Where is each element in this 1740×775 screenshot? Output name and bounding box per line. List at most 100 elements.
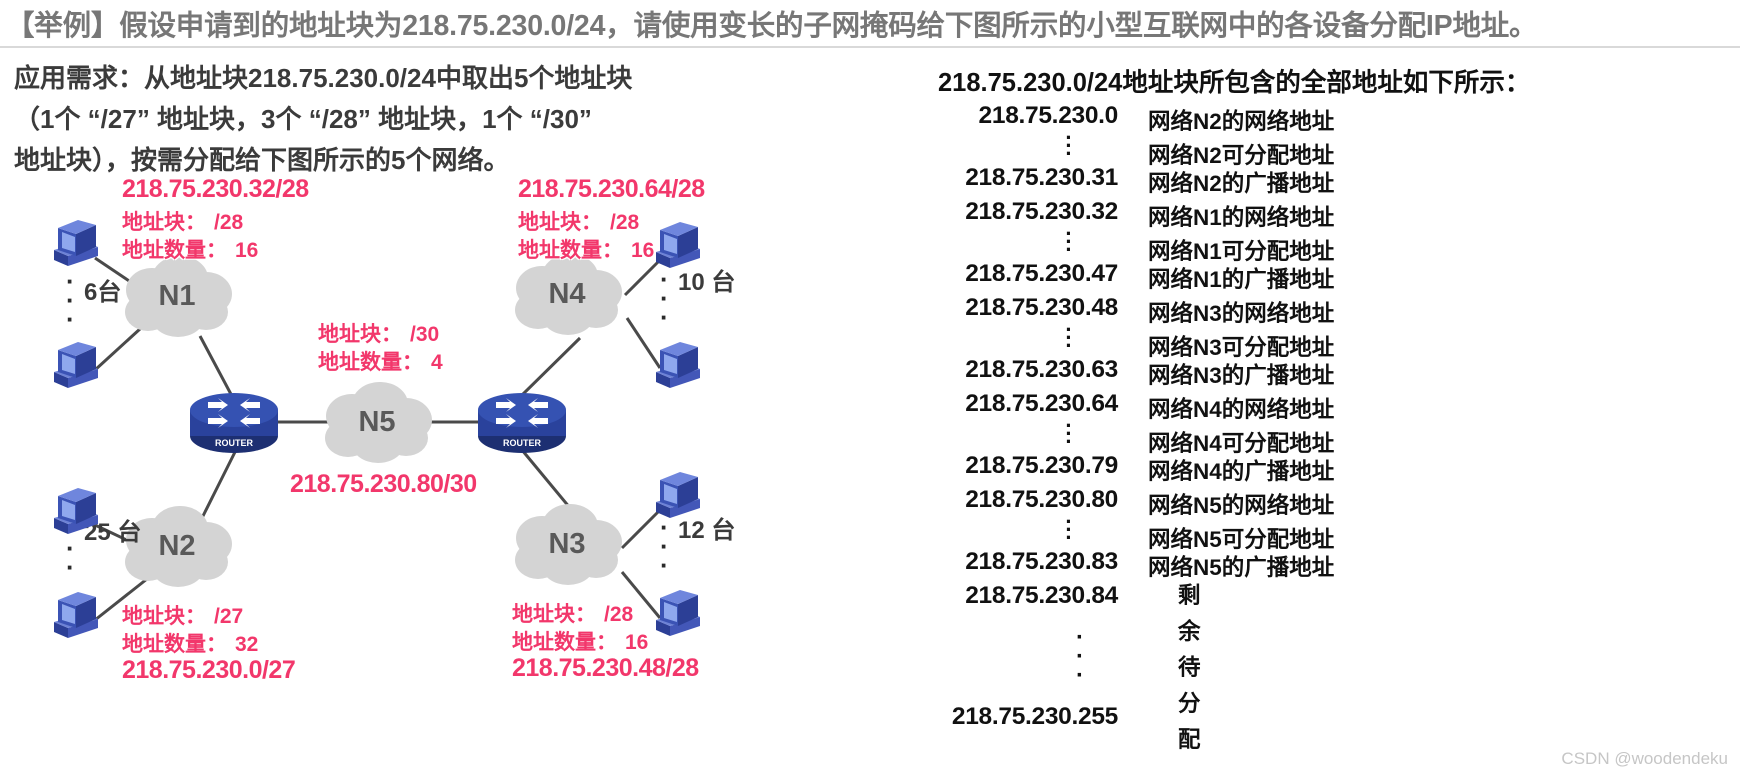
n4-host-ellipsis: · · · bbox=[660, 266, 669, 330]
address-description: 网络N5可分配地址 bbox=[1148, 527, 1335, 552]
remaining-char: 分 bbox=[1178, 691, 1201, 716]
requirement-line-1: 应用需求：从地址块218.75.230.0/24中取出5个地址块 bbox=[14, 63, 633, 93]
remaining-ellipsis: · · · bbox=[1076, 624, 1084, 689]
dot: · bbox=[660, 550, 669, 580]
network-label-n3: N3 bbox=[548, 527, 586, 560]
address-ip: 218.75.230.0 bbox=[978, 102, 1119, 129]
n1-count-value: 16 bbox=[235, 239, 259, 262]
address-row: ···网络N4可分配地址 bbox=[848, 415, 1368, 457]
dot: · bbox=[1076, 662, 1084, 689]
n4-count-label: 地址数量： bbox=[518, 239, 623, 262]
dot: · bbox=[1065, 333, 1073, 358]
n4-block-address: 218.75.230.64/28 bbox=[518, 175, 705, 203]
router-right: ROUTER bbox=[476, 388, 568, 456]
n3-block-address: 218.75.230.48/28 bbox=[512, 654, 699, 682]
address-ip: 218.75.230.47 bbox=[965, 260, 1118, 287]
n3-prefix-value: /28 bbox=[604, 603, 634, 626]
host-computer-n4-top bbox=[656, 222, 700, 268]
dot: · bbox=[1065, 325, 1073, 350]
requirement-line-2: （1个 “/27” 地址块，3个 “/28” 地址块，1个 “/30” bbox=[14, 104, 592, 134]
address-row: ··· 网络N5可分配地址 bbox=[848, 509, 1368, 553]
host-computer-n2-bottom bbox=[54, 592, 98, 638]
requirement-block: 应用需求：从地址块218.75.230.0/24中取出5个地址块 （1个 “/2… bbox=[14, 58, 814, 181]
address-ip: 218.75.230.79 bbox=[965, 452, 1118, 479]
address-description: 网络N3的广播地址 bbox=[1148, 363, 1335, 388]
n2-block-address: 218.75.230.0/27 bbox=[122, 656, 296, 684]
remaining-char: 待 bbox=[1178, 655, 1201, 680]
n5-count-line: 地址数量：4 bbox=[318, 346, 443, 376]
n1-prefix-value: /28 bbox=[214, 211, 244, 234]
last-address: 218.75.230.255 bbox=[951, 703, 1118, 730]
address-ip: 218.75.230.32 bbox=[965, 198, 1118, 225]
network-label-n4: N4 bbox=[548, 277, 586, 310]
address-row: 218.75.230.47 网络N1的广播地址 bbox=[848, 260, 1368, 292]
address-list-heading: 218.75.230.0/24地址块所包含的全部地址如下所示： bbox=[938, 69, 1531, 97]
n2-host-count-line2: 台 bbox=[117, 519, 142, 546]
n5-prefix-line: 地址块：/30 bbox=[318, 318, 439, 348]
host-computer-n3-top bbox=[656, 472, 700, 518]
dot: · bbox=[660, 531, 669, 561]
svg-text:ROUTER: ROUTER bbox=[503, 438, 542, 448]
address-description: 网络N4的广播地址 bbox=[1148, 459, 1335, 484]
address-row: ···网络N2可分配地址 bbox=[848, 125, 1368, 169]
network-label-n1: N1 bbox=[158, 279, 196, 312]
address-ellipsis: ··· bbox=[1062, 509, 1076, 549]
n5-prefix-value: /30 bbox=[410, 323, 440, 346]
address-description: 网络N2的广播地址 bbox=[1148, 171, 1335, 196]
address-row: 218.75.230.31 网络N2的广播地址 bbox=[848, 164, 1368, 196]
remaining-label: 剩余待分配 bbox=[1178, 578, 1201, 758]
n2-count-value: 32 bbox=[235, 633, 259, 656]
watermark: CSDN @woodendeku bbox=[1561, 749, 1728, 768]
router-icon: ROUTER bbox=[190, 393, 278, 453]
address-description: 网络N5的广播地址 bbox=[1148, 555, 1335, 580]
page-title-bar: 【举例】假设申请到的地址块为218.75.230.0/24，请使用变长的子网掩码… bbox=[0, 0, 1740, 46]
dot: · bbox=[1076, 624, 1084, 651]
address-row: 218.75.230.79 网络N4的广播地址 bbox=[848, 452, 1368, 484]
cloud-shape bbox=[515, 254, 622, 335]
cloud-shape bbox=[125, 506, 232, 587]
cloud-shape bbox=[515, 504, 622, 585]
network-cloud-n4: N4 bbox=[508, 250, 626, 338]
address-description: 网络N4可分配地址 bbox=[1148, 431, 1335, 456]
svg-text:ROUTER: ROUTER bbox=[215, 438, 254, 448]
n3-count-label: 地址数量： bbox=[512, 631, 617, 654]
dot: · bbox=[1065, 517, 1073, 542]
host-computer-n4-bottom bbox=[656, 342, 700, 388]
remaining-char: 余 bbox=[1178, 619, 1201, 644]
address-row: ···网络N3可分配地址 bbox=[848, 317, 1368, 361]
dot: · bbox=[66, 285, 75, 315]
network-cloud-n2: N2 bbox=[118, 502, 236, 590]
host-computer-n1-bottom bbox=[54, 342, 98, 388]
network-topology-diagram: N1 218.75.230.32/28 地址块：/28 地址数量： 16 · · … bbox=[0, 170, 840, 775]
n4-host-count-line1: 10 bbox=[678, 269, 705, 296]
address-description: 网络N4的网络地址 bbox=[1148, 397, 1335, 422]
dot: · bbox=[1065, 237, 1073, 262]
n1-block-address: 218.75.230.32/28 bbox=[122, 175, 309, 203]
dot: · bbox=[1065, 509, 1073, 534]
address-description: 网络N5的网络地址 bbox=[1148, 493, 1335, 518]
dot: · bbox=[1065, 317, 1073, 342]
address-ip: 218.75.230.48 bbox=[965, 294, 1118, 321]
n1-host-ellipsis: · · · bbox=[66, 268, 75, 332]
address-description: 网络N1的广播地址 bbox=[1148, 267, 1335, 292]
n4-host-count: 10 台 bbox=[678, 270, 735, 296]
page-title: 【举例】假设申请到的地址块为218.75.230.0/24，请使用变长的子网掩码… bbox=[6, 9, 1538, 42]
n3-count-value: 16 bbox=[625, 631, 649, 654]
n3-prefix-line: 地址块：/28 bbox=[512, 598, 633, 628]
n2-prefix-value: /27 bbox=[214, 605, 244, 628]
address-ip: 218.75.230.31 bbox=[965, 164, 1118, 191]
requirement-line-3: 地址块），按需分配给下图所示的5个网络。 bbox=[14, 145, 510, 175]
cloud-shape bbox=[125, 256, 232, 337]
n1-count-label: 地址数量： bbox=[122, 239, 227, 262]
router-icon: ROUTER bbox=[478, 393, 566, 453]
n3-host-count-line2: 台 bbox=[711, 517, 736, 544]
n3-host-ellipsis: · · · bbox=[660, 512, 669, 580]
remaining-char: 配 bbox=[1178, 727, 1201, 752]
dot: · bbox=[660, 512, 669, 542]
address-description: 网络N2的网络地址 bbox=[1148, 109, 1335, 134]
dot: · bbox=[1065, 421, 1073, 446]
network-label-n2: N2 bbox=[158, 529, 196, 562]
dot: · bbox=[1065, 125, 1073, 150]
address-description: 网络N1可分配地址 bbox=[1148, 239, 1335, 264]
title-divider bbox=[0, 46, 1740, 48]
